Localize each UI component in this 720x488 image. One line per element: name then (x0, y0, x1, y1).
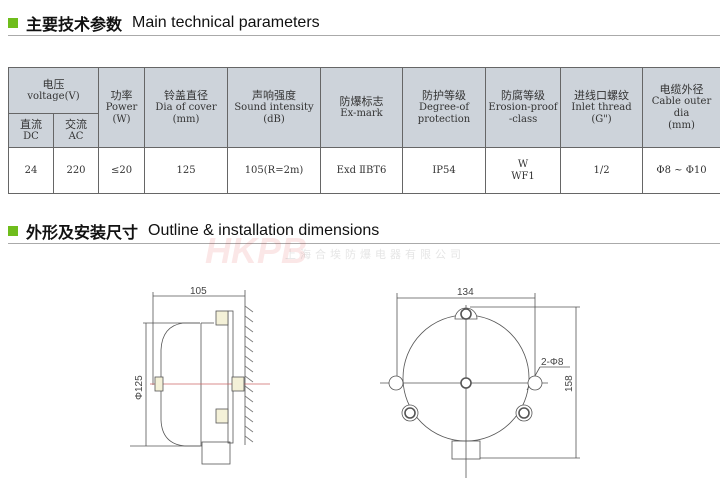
cell-ac: 220 (52, 147, 100, 194)
cell-inlet: 1/2 (560, 147, 644, 194)
heading-cn: 外形及安装尺寸 (26, 225, 139, 242)
cell-sound: 105(R=2m) (227, 147, 322, 194)
divider (8, 243, 720, 244)
heading-cn: 主要技术参数 (26, 17, 123, 34)
front-view-drawing: 134 158 2-Φ8 (380, 287, 580, 478)
bullet-square-icon (8, 18, 18, 28)
section-heading-dimensions: 外形及安装尺寸 Outline & installation dimension… (8, 219, 379, 243)
side-width-label: 105 (190, 286, 207, 297)
cell-dc: 24 (8, 147, 54, 194)
heading-en: Main technical parameters (132, 14, 320, 31)
watermark-logo: HKPB (205, 230, 308, 271)
front-height-label: 158 (564, 375, 575, 392)
side-dia-label: Φ125 (134, 375, 145, 400)
cell-exmark: Exd ⅡBT6 (320, 147, 404, 194)
section-heading-parameters: 主要技术参数 Main technical parameters (8, 11, 320, 35)
holes-label: 2-Φ8 (541, 357, 564, 368)
cell-cable: Φ8 ~ Φ10 (642, 147, 720, 194)
front-width-label: 134 (457, 287, 474, 298)
heading-en: Outline & installation dimensions (148, 222, 380, 239)
divider (8, 35, 720, 36)
watermark-company: 上海合埃防爆电器有限公司 (285, 248, 465, 261)
cell-dia: 125 (144, 147, 229, 194)
bullet-square-icon (8, 226, 18, 236)
side-view-drawing: 105 Φ125 (130, 286, 270, 465)
table-row: 24 220 ≤20 125 105(R=2m) Exd ⅡBT6 IP54 W… (8, 147, 720, 194)
